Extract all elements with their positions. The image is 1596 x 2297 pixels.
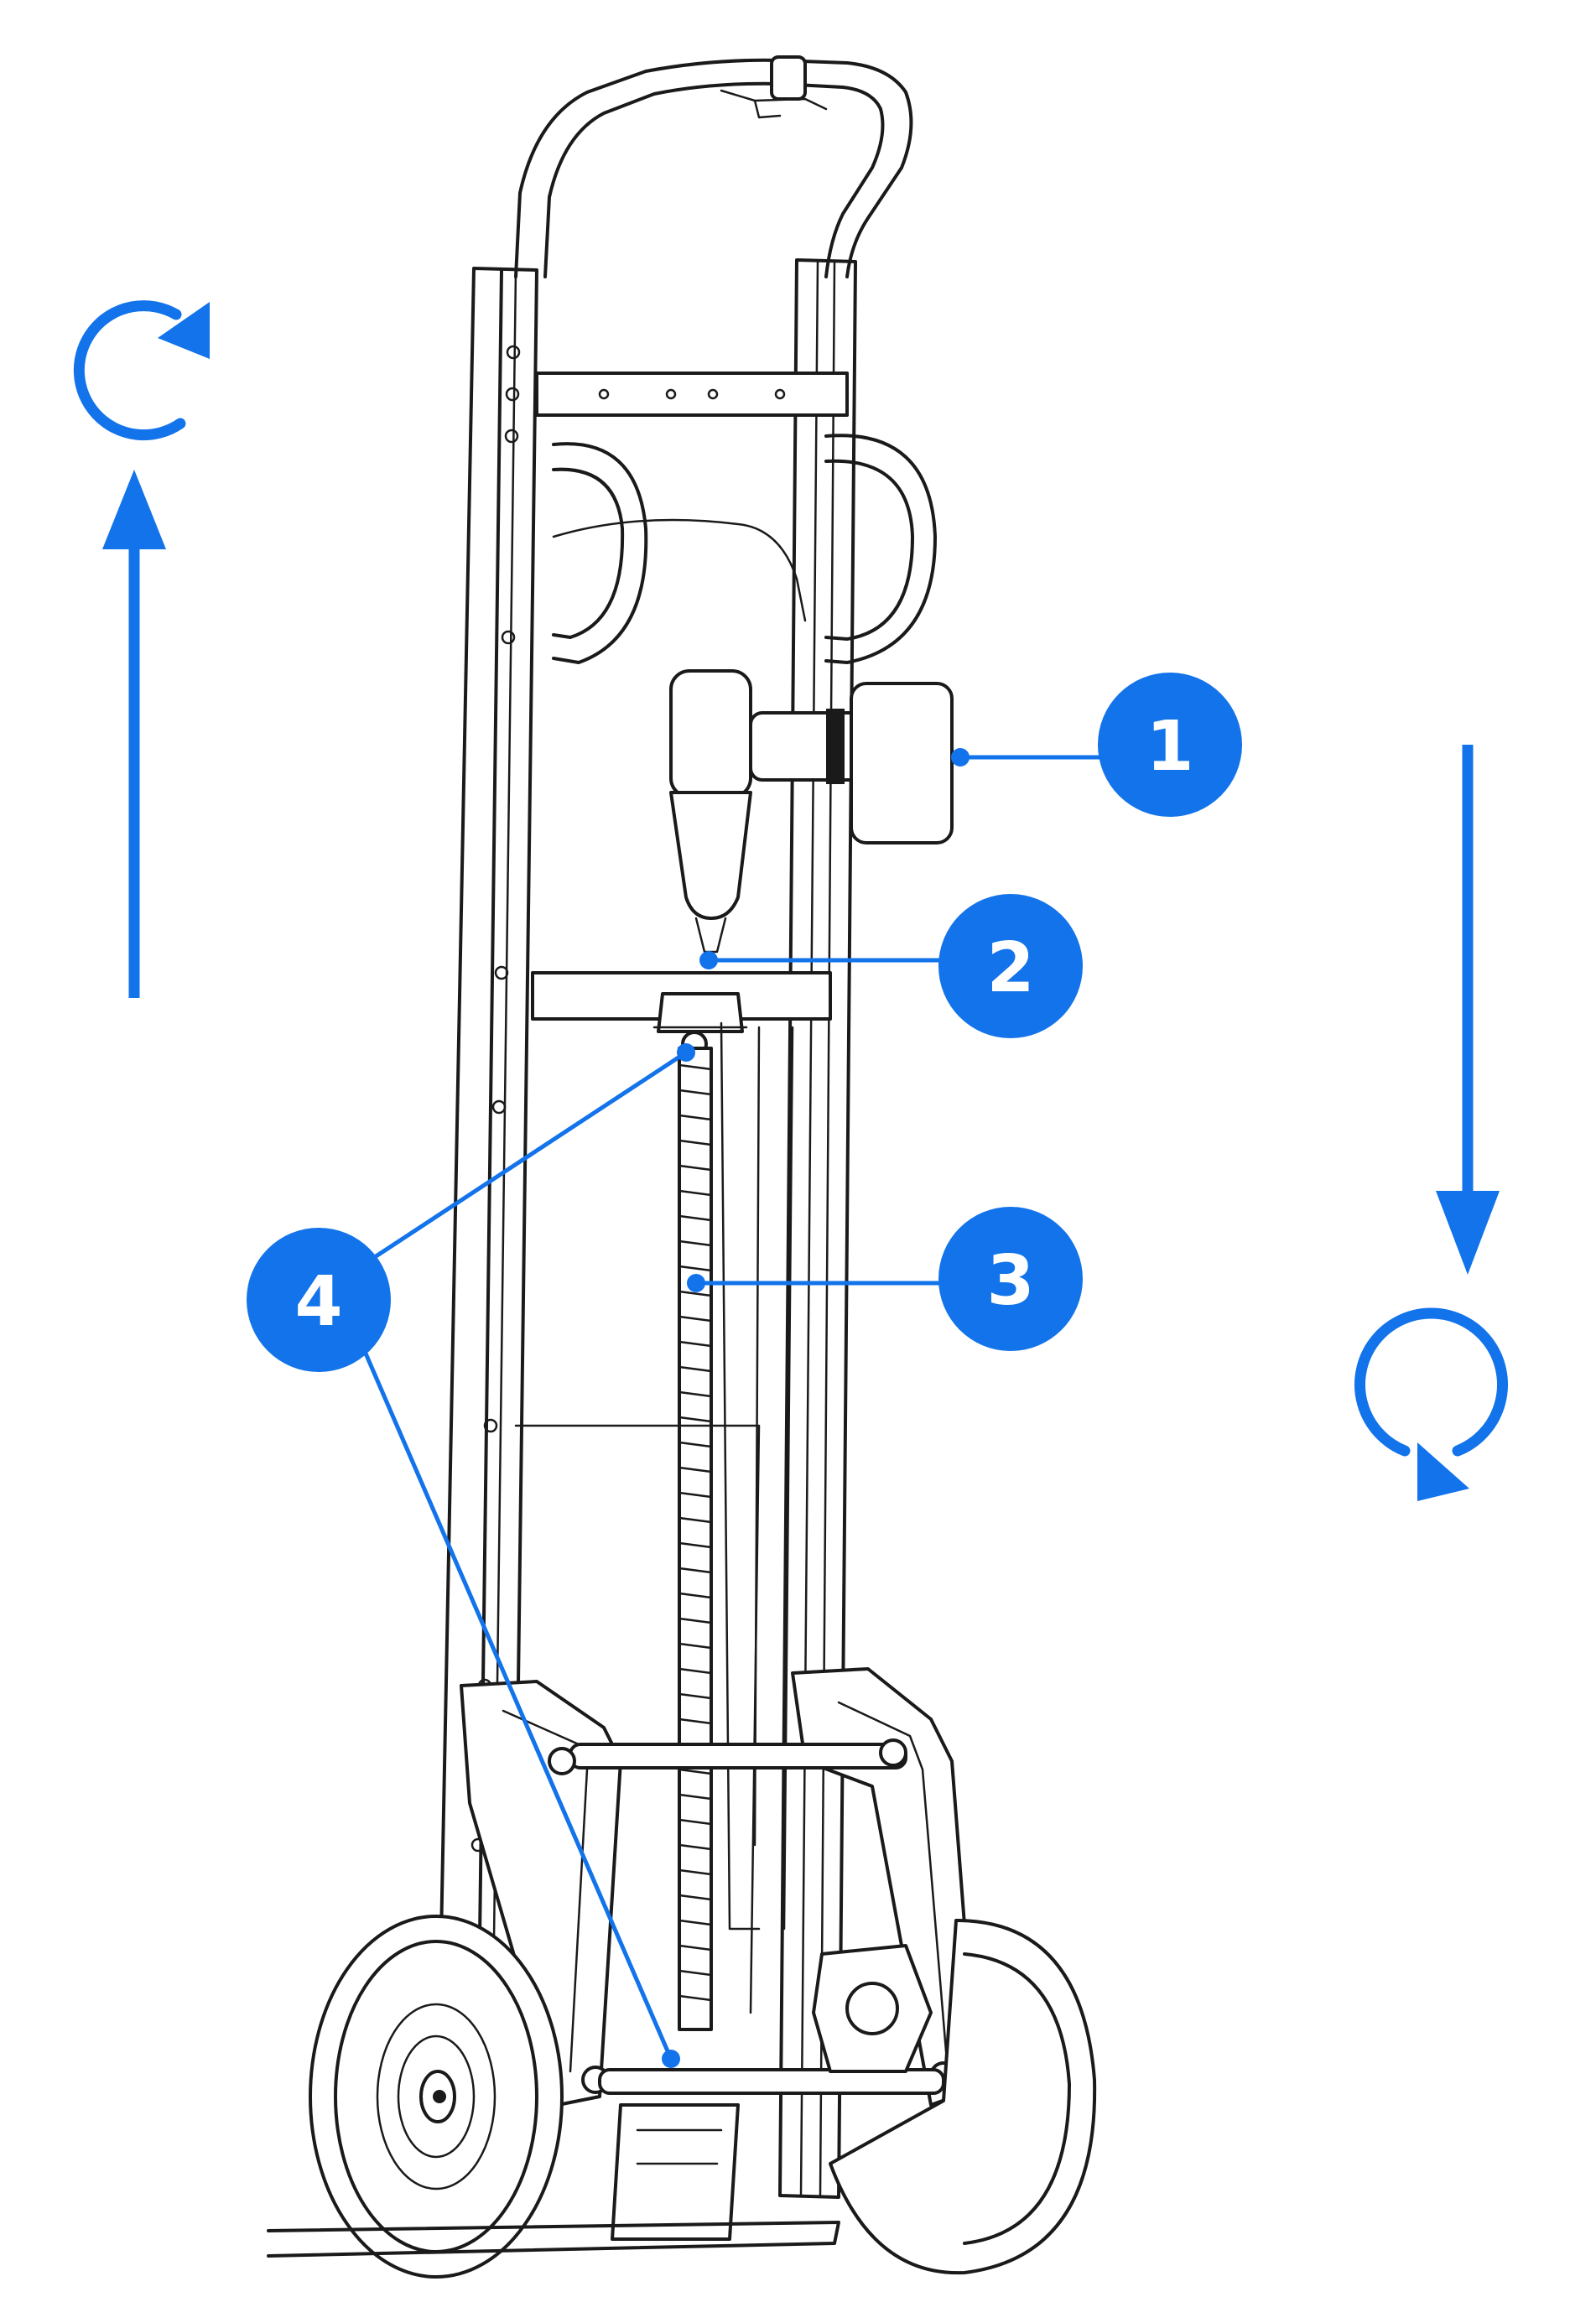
- top-crossbar: [535, 372, 849, 417]
- side-grips: [552, 434, 937, 664]
- callout-4: 4: [247, 1228, 391, 1372]
- leader-dot-3: [687, 1274, 705, 1292]
- left-wheel: [309, 1915, 564, 2279]
- right-rail: [778, 258, 857, 2199]
- callout-3: 3: [938, 1207, 1083, 1351]
- callout-3-label: 3: [986, 1241, 1034, 1321]
- right-motion-indicator: [1354, 745, 1508, 1501]
- callout-1-label: 1: [1146, 707, 1193, 787]
- back-panel: [514, 1021, 794, 2014]
- hand-truck-illustration: [267, 55, 1097, 2279]
- middle-crossbar: [531, 971, 832, 1058]
- base-assembly: [267, 1944, 933, 2258]
- callout-1: 1: [1098, 673, 1242, 817]
- arrow-up-icon: [102, 470, 166, 998]
- lower-brackets: [460, 1667, 979, 2107]
- rotate-clockwise-icon: [73, 300, 210, 441]
- right-wheel: [829, 1919, 1097, 2275]
- callout-2-label: 2: [986, 928, 1034, 1008]
- leader-lines: [358, 748, 1103, 2068]
- callout-4-label: 4: [294, 1262, 342, 1342]
- leader-dot-4b: [662, 2050, 680, 2068]
- rotate-counterclockwise-icon: [1354, 1307, 1508, 1501]
- left-motion-indicator: [73, 300, 210, 998]
- leader-dot-2: [699, 951, 718, 969]
- arrow-down-icon: [1436, 745, 1500, 1275]
- lead-screw: [678, 1047, 713, 2031]
- callout-2: 2: [938, 894, 1083, 1038]
- drill-tool: [669, 669, 954, 954]
- leader-dot-4a: [677, 1043, 695, 1062]
- leader-dot-1: [951, 748, 970, 767]
- top-handle: [514, 55, 913, 278]
